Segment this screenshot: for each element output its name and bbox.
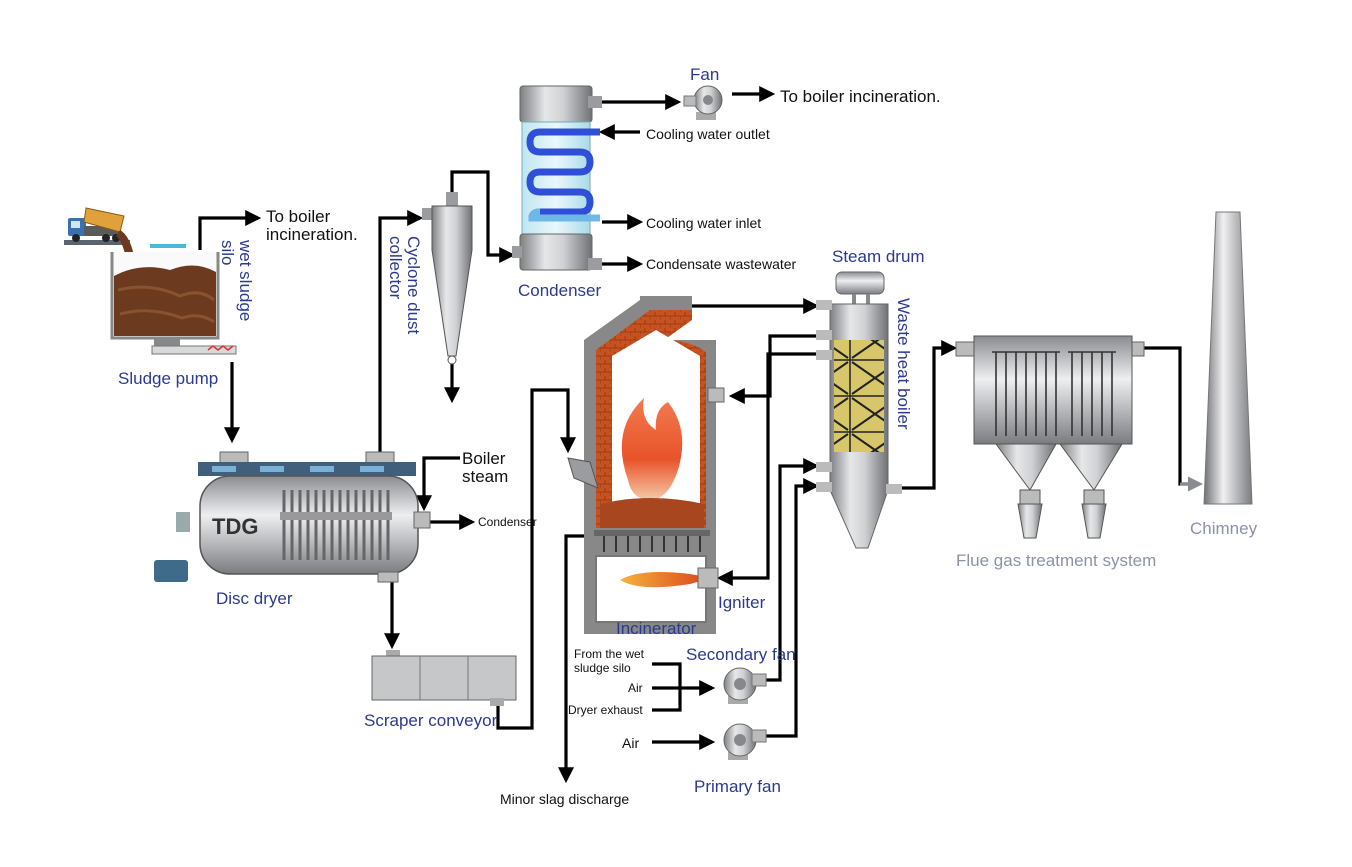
flue-gas-label: Flue gas treatment system <box>956 551 1156 570</box>
dryer-brand: TDG <box>212 514 258 539</box>
sludge-pump-label: Sludge pump <box>118 369 218 388</box>
disc-dryer-label: Disc dryer <box>216 589 293 608</box>
boiler-steam-label-1: Boiler <box>462 449 506 468</box>
air-secondary-label: Air <box>628 681 643 695</box>
scraper-conveyor <box>371 650 517 706</box>
air-primary-label: Air <box>622 735 639 751</box>
chimney <box>1203 211 1253 505</box>
to-boiler-left-label-1: To boiler <box>266 207 331 226</box>
disc-dryer: TDG <box>154 451 431 583</box>
secondary-fan-icon <box>723 667 767 704</box>
cyclone-dust-collector <box>422 192 473 365</box>
dryer-exhaust-label: Dryer exhaust <box>568 703 643 717</box>
waste-heat-boiler <box>816 271 902 549</box>
secondary-fan-label: Secondary fan <box>686 645 796 664</box>
igniter-label: Igniter <box>718 593 766 612</box>
steam-drum-label: Steam drum <box>832 247 925 266</box>
scraper-conveyor-label: Scraper conveyor <box>364 711 498 730</box>
condenser <box>512 85 602 271</box>
fan-icon <box>683 85 723 120</box>
from-wet-silo-label-1: From the wet <box>574 647 645 661</box>
to-boiler-top-label: To boiler incineration. <box>780 87 941 106</box>
condenser-label: Condenser <box>518 281 602 300</box>
wet-sludge-silo-label-2: silo <box>218 240 237 266</box>
cooling-water-outlet-label: Cooling water outlet <box>646 126 770 142</box>
cyclone-label-2: collector <box>386 236 405 300</box>
to-boiler-left-label-2: incineration. <box>266 225 358 244</box>
incinerator <box>567 296 725 634</box>
fan-label: Fan <box>690 65 719 84</box>
primary-fan-label: Primary fan <box>694 777 781 796</box>
primary-fan-icon <box>723 723 767 760</box>
pipe-network <box>198 86 1203 784</box>
wet-sludge-silo-label-1: wet sludge <box>236 239 255 321</box>
cyclone-label-1: Cyclone dust <box>404 236 423 335</box>
cooling-water-inlet-label: Cooling water inlet <box>646 215 761 231</box>
condenser-small-label: Condenser <box>478 515 537 529</box>
condensate-wastewater-label: Condensate wastewater <box>646 256 797 272</box>
boiler-steam-label-2: steam <box>462 467 508 486</box>
flue-gas-treatment-system <box>955 335 1145 539</box>
waste-heat-boiler-label: Waste heat boiler <box>894 298 913 430</box>
incinerator-label: Incinerator <box>616 619 697 638</box>
wet-sludge-silo <box>64 207 237 355</box>
minor-slag-label: Minor slag discharge <box>500 791 629 807</box>
chimney-label: Chimney <box>1190 519 1258 538</box>
from-wet-silo-label-2: sludge silo <box>574 661 631 675</box>
